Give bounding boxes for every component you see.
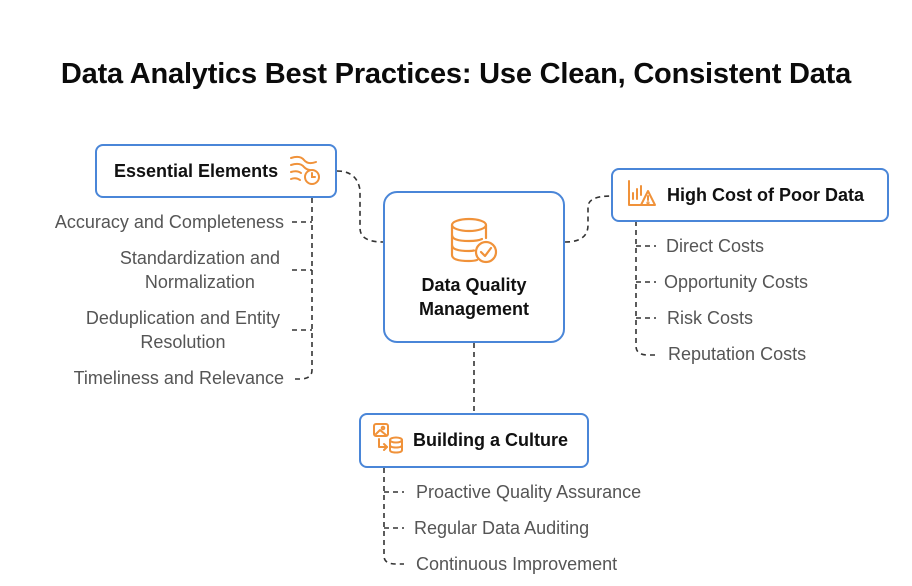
- cost-item-direct: Direct Costs: [666, 236, 765, 256]
- high-cost-label: High Cost of Poor Data: [667, 184, 864, 205]
- essential-item-standardization: Standardization and Normalization: [119, 248, 280, 292]
- cost-item-opportunity: Opportunity Costs: [664, 272, 809, 292]
- page-title: Data Analytics Best Practices: Use Clean…: [60, 58, 852, 90]
- cost-item-reputation: Reputation Costs: [668, 344, 807, 364]
- center-node-data-quality[interactable]: Data Quality Management: [383, 191, 565, 343]
- wind-clock-icon: [288, 152, 322, 191]
- essential-elements-label: Essential Elements: [114, 160, 279, 181]
- building-culture-node[interactable]: Building a Culture: [359, 413, 589, 468]
- center-node-label: Data Quality Management: [418, 274, 530, 319]
- essential-item-accuracy: Accuracy and Completeness: [54, 212, 284, 232]
- culture-item-auditing: Regular Data Auditing: [414, 518, 590, 538]
- essential-elements-node[interactable]: Essential Elements: [95, 144, 337, 198]
- culture-item-continuous: Continuous Improvement: [416, 554, 618, 574]
- culture-item-proactive: Proactive Quality Assurance: [416, 482, 642, 502]
- essential-item-deduplication: Deduplication and Entity Resolution: [85, 308, 280, 352]
- essential-item-timeliness: Timeliness and Relevance: [73, 368, 284, 388]
- image-database-icon: [371, 421, 405, 460]
- building-culture-label: Building a Culture: [413, 430, 568, 450]
- cost-item-risk: Risk Costs: [667, 308, 754, 328]
- database-check-icon: [448, 214, 500, 271]
- high-cost-node[interactable]: High Cost of Poor Data: [611, 168, 889, 222]
- chart-warning-icon: [625, 177, 657, 214]
